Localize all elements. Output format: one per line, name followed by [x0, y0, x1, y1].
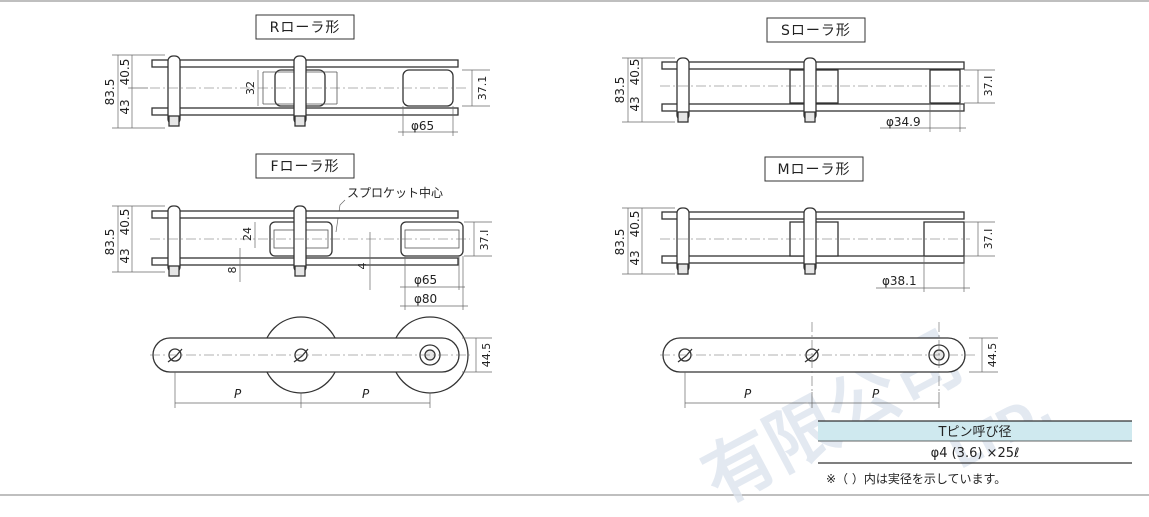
m-dim-upper: 40.5: [628, 211, 642, 238]
m-dim-link-height: 37.I: [982, 229, 995, 250]
m-roller-title: Mローラ形: [777, 162, 850, 178]
s-nut-1: [677, 111, 689, 123]
m-dim-lower: 43: [628, 250, 642, 265]
s-roller-2: [929, 69, 961, 104]
r-roller-title: Rローラ形: [270, 20, 341, 36]
f-roller-view: Fローラ形 スプロケット中心 83.5 40.5 43 24 8 4 3: [103, 153, 492, 310]
f-dim-total: 83.5: [103, 229, 117, 256]
f-side-pitch-2: P: [362, 387, 370, 401]
f-side-pitch-1: P: [234, 387, 242, 401]
m-pin-2: [803, 207, 817, 273]
pin-table-header: Tピン呼び径: [938, 425, 1012, 440]
m-roller-title-box: [764, 156, 864, 182]
s-roller-title: Sローラ形: [781, 23, 851, 39]
f-roller-title: Fローラ形: [270, 159, 339, 175]
r-dim-lower: 43: [118, 99, 132, 114]
f-dim-8: 8: [226, 267, 239, 274]
m-nut-1: [677, 263, 689, 275]
s-dim-total: 83.5: [613, 77, 627, 104]
m-nut-2: [804, 263, 816, 275]
m-side-pitch-1: P: [744, 387, 752, 401]
r-nut-2: [294, 115, 306, 127]
f-dim-upper: 40.5: [118, 209, 132, 236]
r-pin-1: [167, 55, 181, 125]
f-dim-lower: 43: [118, 248, 132, 263]
s-pin-2: [803, 57, 817, 121]
f-dim-24: 24: [241, 227, 254, 241]
s-roller-title-box: [766, 17, 866, 43]
pin-table-note: ※（ ）内は実径を示しています。: [826, 471, 1006, 486]
r-dim-inner: 32: [244, 81, 257, 95]
r-roller-title-box: [255, 14, 355, 40]
m-pin-1: [676, 207, 690, 273]
f-dim-link-height: 37.I: [478, 230, 491, 251]
f-roller-title-box: [255, 153, 355, 179]
m-side-view: 44.5 P P: [660, 322, 999, 408]
r-roller-view: Rローラ形 83.5 40.5 43 32 37.1: [103, 14, 490, 136]
f-side-view: 44.5 P P: [150, 316, 493, 408]
pin-table-header-bg: [818, 421, 1132, 441]
pin-table-value: φ4 (3.6) ×25ℓ: [931, 446, 1020, 461]
m-dim-phi: φ38.1: [882, 274, 917, 288]
s-dim-upper: 40.5: [628, 59, 642, 86]
r-nut-1: [168, 115, 180, 127]
s-dim-link-height: 37.I: [982, 76, 995, 97]
m-dim-total: 83.5: [613, 229, 627, 256]
s-roller-view: Sローラ形 83.5 40.5 43 37.I φ34.9: [613, 17, 995, 132]
s-nut-2: [804, 111, 816, 123]
r-pin-2: [293, 55, 307, 125]
m-roller-view: Mローラ形 83.5 40.5 43 37.I φ38.1: [613, 156, 995, 292]
r-dim-total: 83.5: [103, 79, 117, 106]
f-nut-1: [168, 265, 180, 277]
sprocket-center-label: スプロケット中心: [347, 185, 443, 200]
r-dim-phi: φ65: [411, 119, 434, 133]
m-side-pitch-2: P: [872, 387, 880, 401]
m-side-dim-width: 44.5: [986, 343, 999, 368]
s-dim-lower: 43: [628, 96, 642, 111]
f-side-dim-width: 44.5: [480, 343, 493, 368]
f-dim-phi-65: φ65: [414, 273, 437, 287]
f-nut-2: [294, 265, 306, 277]
s-dim-phi: φ34.9: [886, 115, 921, 129]
r-dim-link-height: 37.1: [476, 76, 489, 101]
s-pin-1: [676, 57, 690, 121]
pin-spec-table: Tピン呼び径 φ4 (3.6) ×25ℓ ※（ ）内は実径を示しています。: [818, 420, 1132, 486]
f-dim-phi-80: φ80: [414, 292, 437, 306]
f-dim-4: 4: [356, 263, 369, 270]
r-dim-upper: 40.5: [118, 59, 132, 86]
